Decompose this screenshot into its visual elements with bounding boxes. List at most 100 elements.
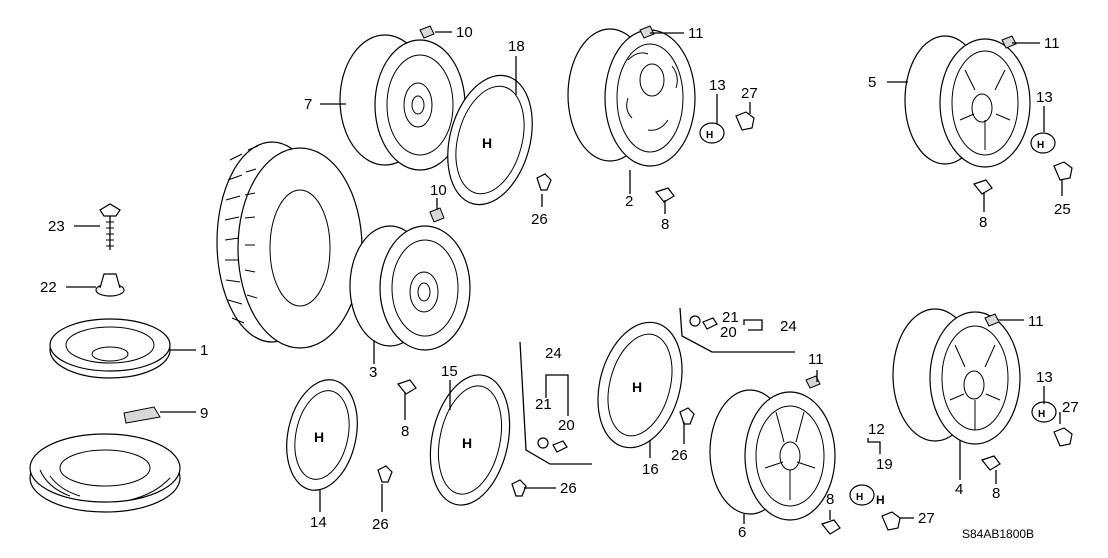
callout-26: 26: [372, 516, 389, 533]
svg-text:H: H: [462, 435, 472, 451]
steel-wheel-3: [349, 225, 471, 351]
valve-stem-26d: [679, 407, 695, 425]
callout-11: 11: [1044, 35, 1060, 52]
tire: [216, 141, 363, 349]
callout-22: 22: [40, 279, 57, 296]
callout-26: 26: [671, 447, 688, 464]
callout-10: 10: [430, 182, 447, 199]
callout-2: 2: [625, 193, 633, 210]
callout-25: 25: [1054, 201, 1071, 218]
wheel-weight-11a: [639, 25, 655, 39]
callout-11: 11: [1028, 313, 1044, 330]
wheel-cover-16: H: [597, 321, 683, 449]
callout-19: 19: [876, 456, 893, 473]
center-cap-13b: H: [1030, 132, 1056, 154]
leader-lines: [66, 31, 1063, 524]
valve-stem-8a: [654, 187, 675, 203]
weight-part-9: [123, 406, 161, 424]
svg-text:H: H: [706, 130, 713, 141]
wheel-weight-10a: [419, 25, 435, 39]
wheel-weight-11b: [1001, 35, 1017, 49]
callout-3: 3: [369, 364, 377, 381]
spare-wheel: [49, 318, 171, 379]
valve-stem-26c: [511, 479, 527, 497]
callout-7: 7: [304, 96, 312, 113]
callout-24: 24: [780, 318, 797, 335]
callout-1: 1: [200, 342, 208, 359]
valve-stem-26a: [536, 173, 552, 191]
callout-8: 8: [661, 216, 669, 233]
callout-8: 8: [826, 491, 834, 508]
alloy-wheel-5: [904, 35, 1031, 168]
callout-13: 13: [709, 77, 726, 94]
alloy-wheel-4: [892, 308, 1021, 445]
wheel-cover-14: H: [286, 379, 358, 491]
callout-16: 16: [642, 461, 659, 478]
callout-27: 27: [918, 510, 935, 527]
callout-13: 13: [1036, 89, 1053, 106]
callout-6: 6: [738, 524, 746, 541]
callout-20: 20: [720, 324, 737, 341]
callout-18: 18: [508, 38, 525, 55]
alloy-wheel-6: [709, 389, 836, 521]
callout-9: 9: [200, 405, 208, 422]
callout-24: 24: [545, 345, 562, 362]
callout-11: 11: [688, 25, 704, 42]
hub-cap-18: H: [447, 74, 533, 206]
callout-26: 26: [560, 480, 577, 497]
svg-text:H: H: [1037, 140, 1044, 151]
callout-27: 27: [1062, 399, 1079, 416]
center-cap-13a: H: [699, 122, 725, 144]
valve-stem-8c: [980, 455, 1001, 471]
callout-4: 4: [955, 481, 963, 498]
lug-nut-27c: [881, 511, 901, 531]
steel-wheel-7: [339, 34, 466, 171]
callout-5: 5: [868, 74, 876, 91]
svg-text:H: H: [314, 429, 324, 445]
callout-14: 14: [310, 514, 327, 531]
callout-12: 12: [868, 421, 885, 438]
emblem-19: H: [876, 493, 885, 507]
wheel-cover-15: H: [429, 374, 511, 506]
callout-11: 11: [808, 351, 824, 368]
callout-8: 8: [401, 423, 409, 440]
callout-15: 15: [441, 363, 458, 380]
callout-labels: 1 2 3 4 5 6 7 8 8 8 8 8 9 10 10 11 11 11…: [40, 24, 1079, 541]
valve-kit-upper: [679, 307, 795, 353]
center-cap-13c: H: [1031, 401, 1057, 423]
callout-21: 21: [722, 309, 739, 326]
callout-8: 8: [979, 214, 987, 231]
spare-tire-nut: [95, 273, 125, 297]
spare-tire: [29, 433, 181, 513]
callout-21: 21: [535, 396, 552, 413]
wheel-weight-11c: [984, 313, 1000, 327]
valve-stem-8b: [972, 179, 993, 195]
svg-text:H: H: [632, 379, 642, 395]
lug-nut-27b: [1053, 427, 1073, 447]
spare-tire-bolt: [99, 203, 121, 250]
callout-20: 20: [558, 417, 575, 434]
callout-26: 26: [531, 211, 548, 228]
callout-8: 8: [992, 485, 1000, 502]
lug-nut-27a: [735, 111, 755, 131]
diagram-code: S84AB1800B: [962, 527, 1034, 541]
valve-kit-lower: [519, 341, 592, 465]
callout-13: 13: [1036, 369, 1053, 386]
callout-23: 23: [48, 218, 65, 235]
callout-10: 10: [456, 24, 473, 41]
lug-nut-25: [1053, 161, 1073, 181]
wheel-weight-11d: [805, 375, 821, 389]
svg-text:H: H: [1038, 409, 1045, 420]
callout-27: 27: [741, 85, 758, 102]
center-cap-12: H: [849, 484, 875, 506]
alloy-wheel-2: [567, 28, 696, 167]
wheel-weight-10b: [429, 207, 445, 223]
svg-text:H: H: [482, 135, 492, 151]
svg-text:H: H: [876, 493, 885, 507]
valve-stem-8e: [396, 379, 417, 395]
svg-text:H: H: [856, 492, 863, 503]
valve-stem-26b: [377, 465, 393, 483]
valve-stem-8d: [820, 519, 841, 535]
